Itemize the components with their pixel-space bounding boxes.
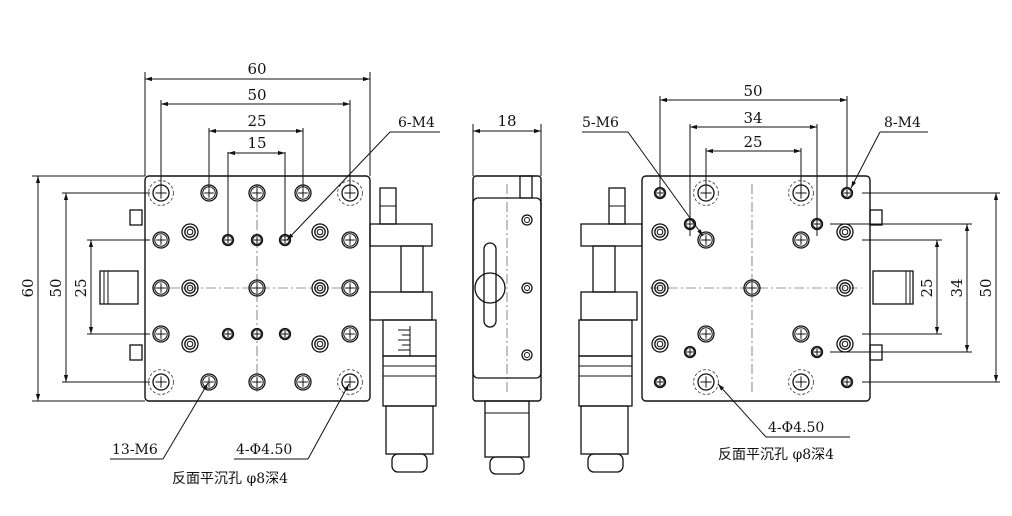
dim-25-width: 25 (247, 112, 266, 130)
m6-tapped-hole (697, 325, 715, 343)
m4-tapped-hole (250, 233, 264, 247)
socket-screw (311, 223, 329, 241)
socket-screw (311, 279, 329, 297)
m6-tapped-hole (294, 373, 312, 391)
callout-4phi-left: 4-Φ4.50 (236, 442, 292, 458)
m4-tapped-hole (653, 375, 667, 389)
dim-25-height-right: 25 (918, 278, 936, 297)
socket-screw (651, 223, 669, 241)
left-micrometer (369, 245, 437, 473)
socket-screw (181, 223, 199, 241)
dim-50-height: 50 (47, 278, 65, 297)
m4-tapped-hole (221, 327, 235, 341)
m6-tapped-hole (152, 231, 170, 249)
m6-tapped-hole (341, 279, 359, 297)
m4-tapped-hole (683, 345, 697, 359)
socket-screw (181, 335, 199, 353)
callout-6m4: 6-M4 (398, 115, 435, 131)
socket-screw (836, 335, 854, 353)
dim-15-width: 15 (247, 134, 266, 152)
note-left: 反面平沉孔 φ8深4 (172, 471, 288, 487)
right-top-view (578, 175, 914, 473)
counterbore-hole (148, 369, 174, 395)
callout-8m4: 8-M4 (884, 115, 921, 131)
dim-50-width: 50 (247, 86, 266, 104)
m4-tapped-hole (840, 186, 854, 200)
callout-5m6: 5-M6 (582, 115, 619, 131)
dim-34-width-right: 34 (743, 109, 762, 127)
dim-50-height-right: 50 (977, 278, 995, 297)
left-dimensions: 60 50 25 15 60 50 25 6-M4 13-M6 4-Φ4.50 … (19, 60, 440, 487)
socket-screw (181, 279, 199, 297)
m6-tapped-hole (152, 325, 170, 343)
note-right: 反面平沉孔 φ8深4 (718, 447, 834, 463)
left-top-view (99, 175, 437, 473)
socket-screw (311, 335, 329, 353)
m4-tapped-hole (278, 327, 292, 341)
right-dimensions: 50 34 25 50 34 25 5-M6 8-M4 4-Φ4.50 反面平沉… (582, 82, 1000, 463)
side-view: 18 (472, 112, 542, 475)
dim-18: 18 (497, 112, 516, 130)
m6-tapped-hole (743, 279, 761, 297)
m6-tapped-hole (248, 373, 266, 391)
dim-60-width: 60 (247, 60, 266, 78)
right-side-knob (872, 270, 914, 305)
dim-50-width-right: 50 (743, 82, 762, 100)
m4-tapped-hole (840, 375, 854, 389)
dim-34-height-right: 34 (948, 278, 966, 297)
counterbore-hole (693, 369, 719, 395)
m6-tapped-hole (248, 184, 266, 202)
left-side-knob (99, 270, 139, 305)
dim-60-height: 60 (19, 278, 37, 297)
m6-tapped-hole (248, 279, 266, 297)
m4-tapped-hole (653, 186, 667, 200)
socket-screw (651, 279, 669, 297)
m6-tapped-hole (697, 231, 715, 249)
dim-25-height: 25 (72, 278, 90, 297)
dim-25-width-right: 25 (743, 133, 762, 151)
m6-tapped-hole (792, 325, 810, 343)
socket-screw (651, 335, 669, 353)
callout-4phi-right: 4-Φ4.50 (768, 420, 824, 436)
counterbore-hole (788, 369, 814, 395)
m6-tapped-hole (152, 279, 170, 297)
socket-screw (836, 279, 854, 297)
m6-tapped-hole (341, 325, 359, 343)
m4-tapped-hole (810, 345, 824, 359)
m4-tapped-hole (250, 327, 264, 341)
m6-tapped-hole (341, 231, 359, 249)
m6-tapped-hole (200, 373, 218, 391)
right-micrometer (578, 245, 638, 473)
counterbore-hole (337, 369, 363, 395)
callout-13m6: 13-M6 (112, 442, 158, 458)
m6-tapped-hole (792, 231, 810, 249)
